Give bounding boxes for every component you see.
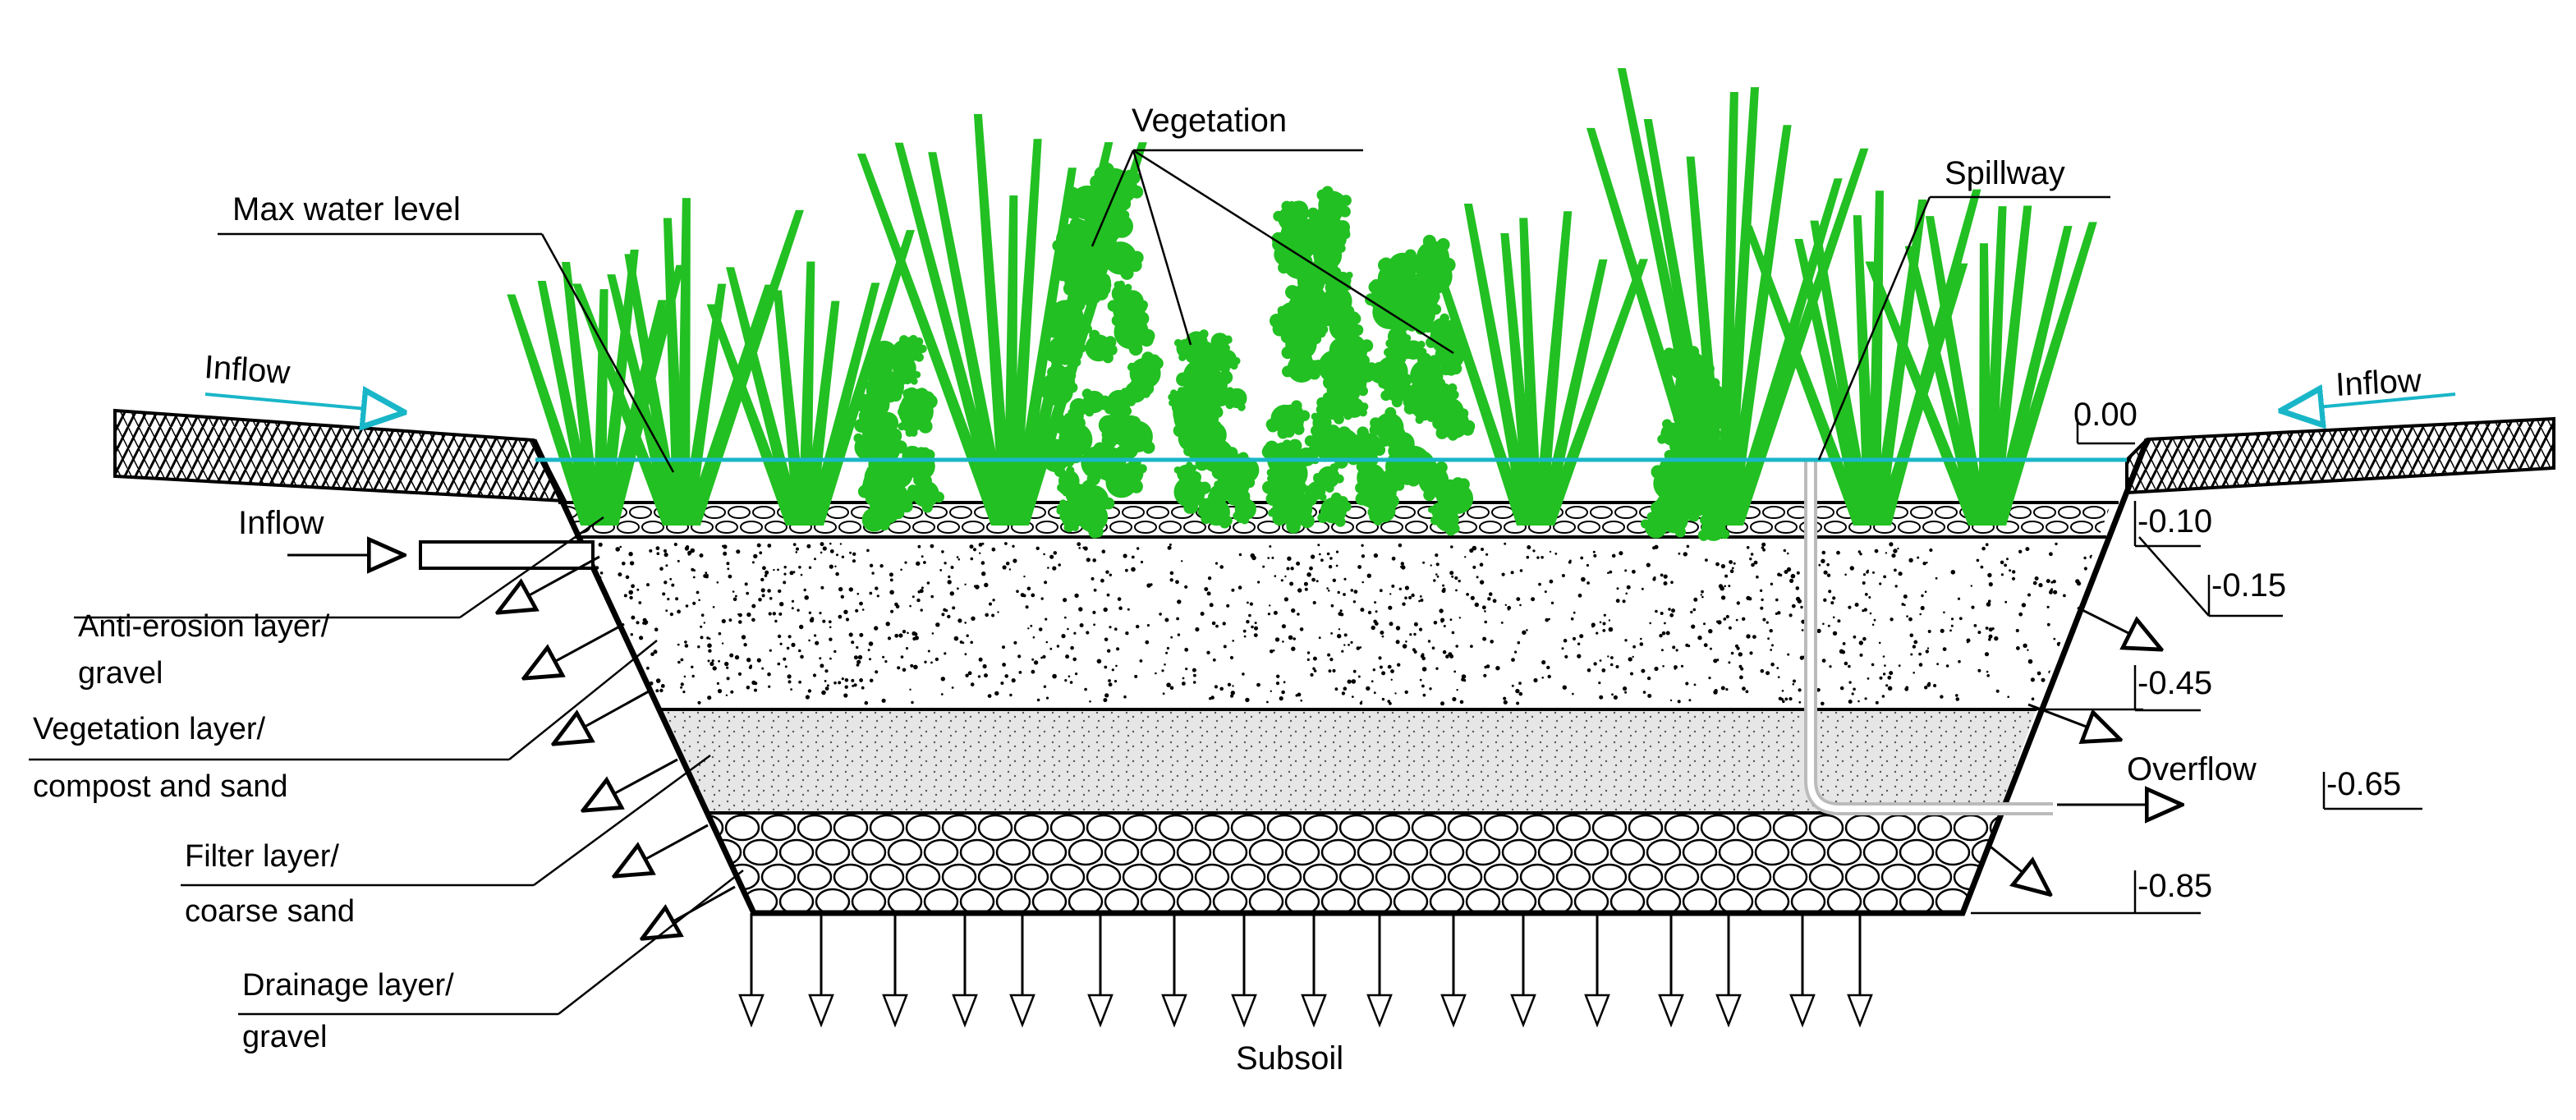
label-inflow-right-top: Inflow	[2335, 363, 2422, 403]
label-filter-layer-2: coarse sand	[185, 894, 355, 929]
label-drainage-layer-2: gravel	[242, 1020, 328, 1054]
elevation-0-00: 0.00	[2073, 397, 2137, 433]
basin-outline	[530, 438, 2151, 916]
label-subsoil: Subsoil	[1236, 1040, 1343, 1076]
compost-dots	[557, 542, 2127, 706]
inflow-pipe	[419, 540, 595, 570]
label-anti-erosion-1: Anti-erosion layer/	[78, 609, 330, 644]
elevation-0-45: -0.45	[2137, 665, 2212, 701]
elevation-0-85: -0.85	[2137, 868, 2212, 904]
label-overflow: Overflow	[2127, 751, 2257, 787]
label-inflow-pipe: Inflow	[238, 505, 324, 541]
label-filter-layer-1: Filter layer/	[185, 839, 339, 874]
label-vegetation-layer-2: compost and sand	[33, 769, 288, 804]
label-spillway: Spillway	[1945, 155, 2065, 191]
label-inflow-left-top: Inflow	[203, 349, 291, 391]
elevation-0-15: -0.15	[2211, 567, 2286, 604]
elevation-ticks	[1971, 501, 2422, 915]
label-vegetation: Vegetation	[1132, 103, 1287, 139]
inflow-right-top-arrow	[2283, 394, 2456, 411]
left-ground-bank	[113, 408, 568, 503]
compost-sand-layer	[542, 537, 2127, 709]
leader-lines	[29, 149, 2283, 1016]
spillway-pipe-inner	[1807, 460, 2053, 812]
label-anti-erosion-2: gravel	[78, 656, 163, 691]
label-max-water-level: Max water level	[232, 191, 461, 227]
coarse-sand-filter-layer	[542, 709, 2127, 813]
label-drainage-layer-1: Drainage layer/	[242, 968, 454, 1003]
elevation-0-10: -0.10	[2137, 503, 2212, 539]
vegetation-shrubs	[853, 163, 1733, 541]
elevation-0-65: -0.65	[2326, 766, 2401, 802]
inflow-left-top-arrow	[204, 394, 402, 412]
right-ground-bank	[2125, 416, 2555, 495]
gravel-bottom-pebbles	[688, 814, 2025, 913]
vegetation-grass	[507, 67, 2097, 526]
label-vegetation-layer-1: Vegetation layer/	[33, 712, 266, 746]
bottom-infiltration-arrows	[738, 913, 1873, 1028]
